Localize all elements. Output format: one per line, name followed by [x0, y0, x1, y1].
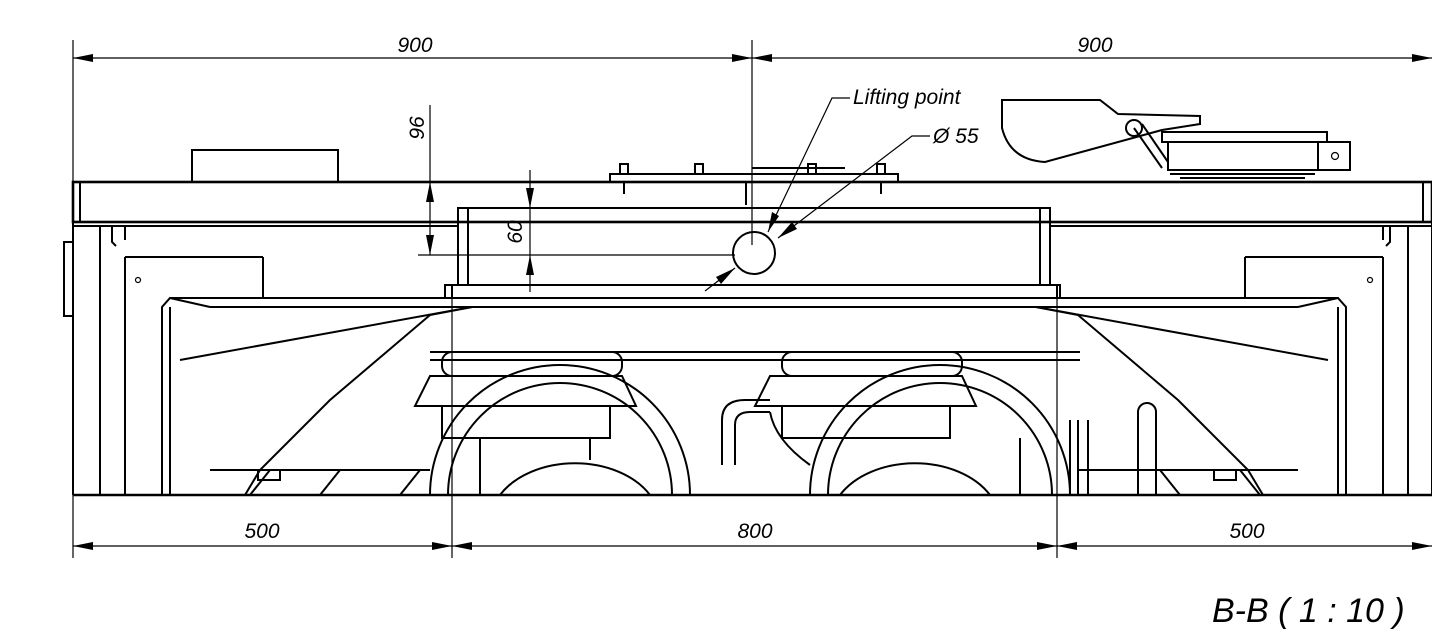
- left-wheel-assembly: [413, 351, 691, 496]
- lifting-point-callout: Lifting point: [767, 86, 962, 233]
- center-top-bracket: [609, 163, 899, 205]
- center-pipe: [721, 399, 811, 466]
- view-title: B-B ( 1 : 10 ): [1212, 592, 1405, 630]
- top-dimension-line: 900 900: [72, 34, 1432, 245]
- diameter-callout: Ø 55: [704, 125, 979, 292]
- lifting-point-hole: [732, 231, 776, 275]
- dim-height-60: 60: [504, 220, 527, 244]
- lifting-point-label: Lifting point: [853, 86, 962, 109]
- dim-top-left: 900: [397, 34, 432, 57]
- bottom-rail: [73, 469, 1432, 497]
- dim-top-right: 900: [1077, 34, 1112, 57]
- right-wheel-assembly: [753, 351, 1071, 496]
- main-beam: [161, 296, 1347, 495]
- latch-mechanism: [1001, 99, 1351, 179]
- left-deck-box: [191, 149, 339, 183]
- right-frame: [1035, 222, 1432, 496]
- bottom-dimension-line: 500 800 500: [72, 285, 1432, 558]
- dim-height-96: 96: [406, 116, 429, 140]
- diameter-label: Ø 55: [932, 125, 979, 148]
- dimension-60: 60: [504, 170, 534, 292]
- dim-bottom-left: 500: [244, 520, 279, 543]
- right-rods: [1069, 402, 1157, 495]
- left-frame: [63, 222, 473, 496]
- dim-bottom-right: 500: [1229, 520, 1264, 543]
- dimension-96: 96: [406, 105, 735, 256]
- dim-bottom-middle: 800: [737, 520, 772, 543]
